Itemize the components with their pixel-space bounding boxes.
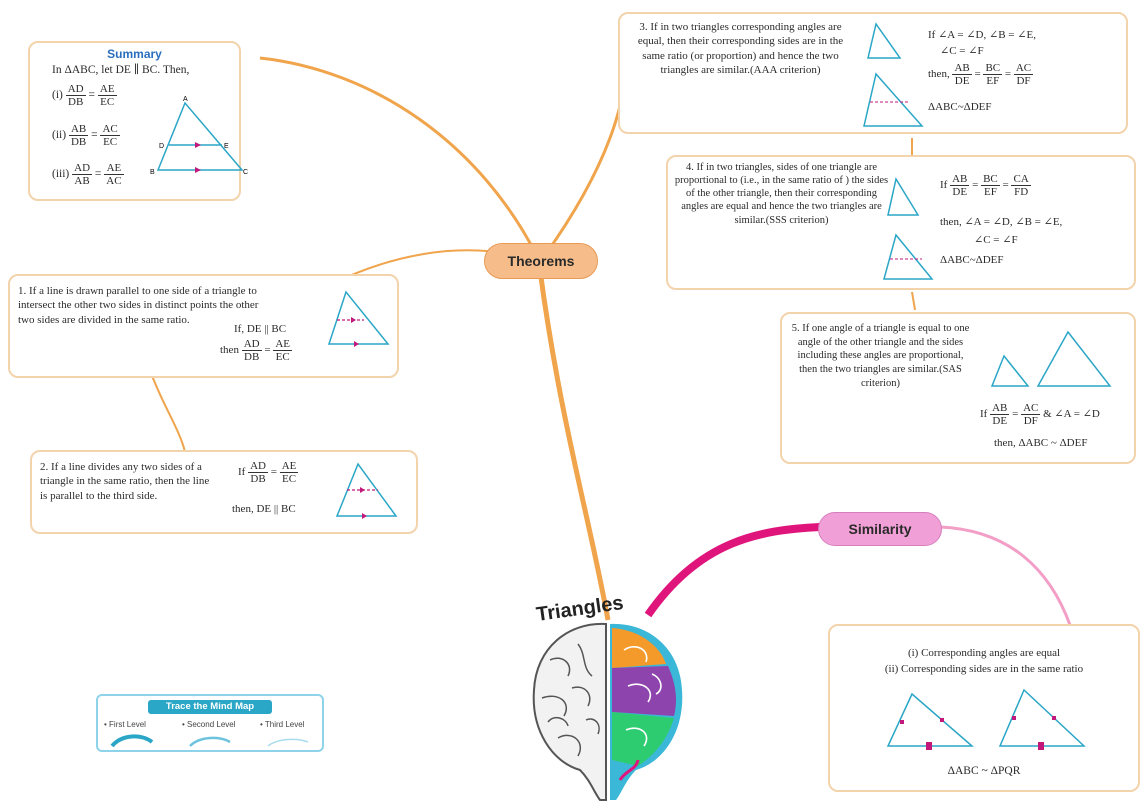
theorem-4-box: 4. If in two triangles, sides of one tri… xyxy=(666,155,1136,290)
connector-theorem5 xyxy=(911,291,916,311)
theorem-1-box: 1. If a line is drawn parallel to one si… xyxy=(8,274,399,378)
summary-box: Summary In ΔABC, let DE ∥ BC. Then, (i) … xyxy=(28,41,248,201)
similarity-branch-label: Similarity xyxy=(818,512,942,546)
theorem-4-result: ΔABC~ΔDEF xyxy=(940,254,1004,266)
similarity-line-2: (ii) Corresponding sides are in the same… xyxy=(884,663,1084,675)
legend-third-level: • Third Level xyxy=(260,720,305,729)
if-word: If xyxy=(940,179,948,192)
then-word: then, xyxy=(928,68,950,81)
then-word: then xyxy=(220,344,239,357)
if-word: If xyxy=(238,466,246,479)
theorem-3-triangle-diagram xyxy=(863,22,924,127)
summary-intro: In ΔABC, let DE ∥ BC. Then, xyxy=(52,64,190,76)
legend-title: Trace the Mind Map xyxy=(148,700,272,714)
angle-condition: & ∠A = ∠D xyxy=(1043,408,1100,421)
legend-third-level-line xyxy=(267,738,309,747)
theorems-branch-label: Theorems xyxy=(484,243,598,279)
theorem-2-text: 2. If a line divides any two sides of a … xyxy=(40,461,210,502)
theorem-4-then-1: then, ∠A = ∠D, ∠B = ∠E, xyxy=(940,216,1063,228)
summary-title: Summary xyxy=(107,47,162,61)
theorem-3-condition-1: If ∠A = ∠D, ∠B = ∠E, xyxy=(928,29,1036,41)
vertex-label: E xyxy=(224,143,229,150)
similarity-triangles-diagram xyxy=(886,688,1086,750)
legend-line-samples xyxy=(110,734,309,748)
vertex-label: C xyxy=(243,169,248,176)
legend-second-level-line xyxy=(189,736,231,747)
summary-item-num: (i) xyxy=(52,89,63,102)
theorem-1-condition: If, DE || BC xyxy=(234,323,287,335)
summary-triangle-diagram: A B C D E xyxy=(150,96,248,176)
connector-similarity-box xyxy=(939,525,1072,626)
theorem-3-condition-2: ∠C = ∠F xyxy=(940,45,984,57)
connector-theorem3 xyxy=(538,31,627,263)
similarity-result: ΔABC ~ ΔPQR xyxy=(947,765,1021,777)
similarity-line-1: (i) Corresponding angles are equal xyxy=(907,647,1061,659)
brain-icon xyxy=(532,622,683,801)
theorem-5-text: 5. If one angle of a triangle is equal t… xyxy=(791,323,970,389)
theorem-4-then-2: ∠C = ∠F xyxy=(974,234,1018,246)
theorem-2-triangle-diagram xyxy=(335,462,398,519)
connector-summary xyxy=(259,56,542,263)
theorem-2-box: 2. If a line divides any two sides of a … xyxy=(30,450,418,534)
trunk-theorems-connector xyxy=(537,269,611,621)
theorem-2-result: then, DE || BC xyxy=(232,503,296,515)
theorem-1-triangle-diagram xyxy=(327,290,390,347)
legend-box: Trace the Mind Map • First Level • Secon… xyxy=(96,694,324,752)
vertex-label: A xyxy=(183,96,188,103)
vertex-label: B xyxy=(150,169,155,176)
theorem-5-triangle-diagram xyxy=(990,330,1112,387)
summary-item-num: (iii) xyxy=(52,168,70,181)
legend-first-level-line xyxy=(110,734,154,748)
connector-theorem2 xyxy=(149,369,186,453)
legend-second-level: • Second Level xyxy=(182,720,236,729)
theorem-3-result: ΔABC~ΔDEF xyxy=(928,101,992,113)
theorem-3-box: 3. If in two triangles corresponding ang… xyxy=(618,12,1128,134)
legend-first-level: • First Level xyxy=(104,720,146,729)
theorem-5-result: then, ΔABC ~ ΔDEF xyxy=(994,437,1088,449)
theorem-1-text: 1. If a line is drawn parallel to one si… xyxy=(18,285,259,326)
theorem-3-text: 3. If in two triangles corresponding ang… xyxy=(637,21,844,76)
theorem-4-triangle-diagram xyxy=(883,177,934,280)
similarity-box: (i) Corresponding angles are equal (ii) … xyxy=(828,624,1140,792)
theorem-4-text: 4. If in two triangles, sides of one tri… xyxy=(674,162,889,226)
summary-item-num: (ii) xyxy=(52,129,67,142)
vertex-label: D xyxy=(159,143,164,150)
theorem-5-box: 5. If one angle of a triangle is equal t… xyxy=(780,312,1136,464)
trunk-similarity-connector xyxy=(644,523,821,618)
if-word: If xyxy=(980,408,988,421)
